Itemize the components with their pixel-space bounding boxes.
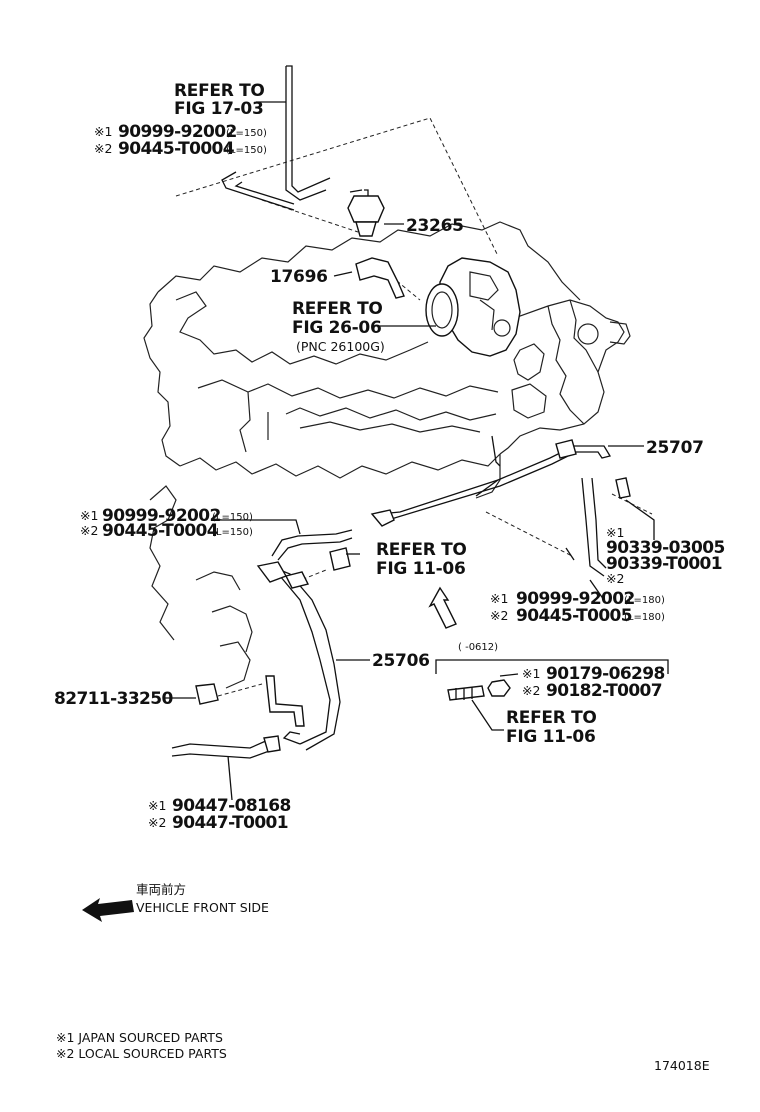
svg-text:REFER TO: REFER TO bbox=[376, 540, 467, 560]
svg-text:※1: ※1 bbox=[606, 525, 624, 540]
part-number: 90179-06298 bbox=[546, 664, 665, 684]
svg-text:※2: ※2 bbox=[80, 523, 98, 538]
legend-item-local: ※2 LOCAL SOURCED PARTS bbox=[56, 1046, 227, 1061]
part-number: 90447-08168 bbox=[172, 796, 291, 816]
callout-refer-fig-17-03: REFER TO FIG 17-03 bbox=[174, 81, 265, 119]
svg-text:(L=150): (L=150) bbox=[212, 527, 253, 538]
legend: ※1 JAPAN SOURCED PARTS ※2 LOCAL SOURCED … bbox=[56, 1030, 227, 1061]
part-number-25706: 25706 bbox=[372, 651, 430, 671]
figure-code: 174018E bbox=[654, 1058, 710, 1073]
callout-refer-fig-26-06: REFER TO FIG 26-06 (PNC 26100G) bbox=[292, 299, 385, 354]
svg-text:※1: ※1 bbox=[522, 666, 540, 681]
fig-text: FIG 17-03 bbox=[174, 99, 263, 119]
callout-bolt: ※1 90179-06298 ※2 90182-T0007 bbox=[522, 664, 665, 701]
vehicle-front-indicator: 車両前方 VEHICLE FRONT SIDE bbox=[82, 882, 269, 922]
callout-hose-bottom: ※1 90447-08168 ※2 90447-T0001 bbox=[148, 796, 291, 833]
part-number-17696: 17696 bbox=[270, 267, 328, 287]
callout-refer-fig-11-06-b: REFER TO FIG 11-06 bbox=[506, 708, 597, 747]
refer-text: REFER TO bbox=[174, 81, 265, 101]
date-range: ( -0612) bbox=[458, 642, 498, 653]
svg-text:※1: ※1 bbox=[148, 798, 166, 813]
callout-refer-fig-11-06-a: REFER TO FIG 11-06 bbox=[376, 540, 467, 579]
svg-text:※1: ※1 bbox=[80, 508, 98, 523]
callout-hose-right: ※1 90339-03005 90339-T0001 ※2 bbox=[606, 525, 725, 586]
part-number-23265: 23265 bbox=[406, 216, 464, 236]
engine-outline bbox=[143, 221, 631, 689]
part-number: 90182-T0007 bbox=[546, 681, 662, 701]
svg-text:※1: ※1 bbox=[94, 124, 112, 139]
part-number: 90339-T0001 bbox=[606, 554, 722, 574]
direction-jp: 車両前方 bbox=[136, 882, 186, 897]
part-number-82711: 82711-33250 bbox=[54, 689, 174, 709]
svg-text:(L=180): (L=180) bbox=[624, 612, 665, 623]
callout-hose-mid: ※1 90999-92002 (L=150) ※2 90445-T0004 (L… bbox=[80, 506, 253, 541]
svg-text:REFER TO: REFER TO bbox=[292, 299, 383, 319]
part-number: 90447-T0001 bbox=[172, 813, 288, 833]
svg-text:FIG 26-06: FIG 26-06 bbox=[292, 318, 381, 338]
part-number-25707: 25707 bbox=[646, 438, 704, 458]
callout-hose-top: ※1 90999-92002 (L=150) ※2 90445-T0004 (L… bbox=[94, 122, 267, 159]
part-number: 90445-T0005 bbox=[516, 606, 632, 626]
svg-text:FIG 11-06: FIG 11-06 bbox=[376, 559, 465, 579]
svg-text:(L=180): (L=180) bbox=[624, 595, 665, 606]
part-number: 90339-03005 bbox=[606, 538, 725, 558]
part-number: 90999-92002 bbox=[118, 122, 237, 142]
arrow-left-icon bbox=[82, 898, 134, 922]
svg-text:(L=150): (L=150) bbox=[212, 512, 253, 523]
legend-item-japan: ※1 JAPAN SOURCED PARTS bbox=[56, 1030, 223, 1045]
svg-text:FIG 11-06: FIG 11-06 bbox=[506, 727, 595, 747]
direction-en: VEHICLE FRONT SIDE bbox=[136, 900, 269, 915]
part-number: 90445-T0004 bbox=[102, 521, 219, 541]
parts bbox=[171, 65, 631, 759]
svg-text:(PNC 26100G): (PNC 26100G) bbox=[296, 339, 385, 354]
callout-hose-right2: ※1 90999-92002 (L=180) ※2 90445-T0005 (L… bbox=[490, 589, 665, 626]
svg-text:REFER TO: REFER TO bbox=[506, 708, 597, 728]
svg-text:※2: ※2 bbox=[522, 683, 540, 698]
svg-text:(L=150): (L=150) bbox=[226, 145, 267, 156]
svg-text:※2: ※2 bbox=[490, 608, 508, 623]
leader-lines bbox=[164, 101, 669, 801]
part-number: 90445-T0004 bbox=[118, 139, 235, 159]
svg-text:※2: ※2 bbox=[606, 571, 624, 586]
svg-text:※2: ※2 bbox=[148, 815, 166, 830]
svg-text:(L=150): (L=150) bbox=[226, 128, 267, 139]
svg-text:※2: ※2 bbox=[94, 141, 112, 156]
svg-text:※1: ※1 bbox=[490, 591, 508, 606]
part-number: 90999-92002 bbox=[516, 589, 635, 609]
part-number: 90999-92002 bbox=[102, 506, 221, 526]
